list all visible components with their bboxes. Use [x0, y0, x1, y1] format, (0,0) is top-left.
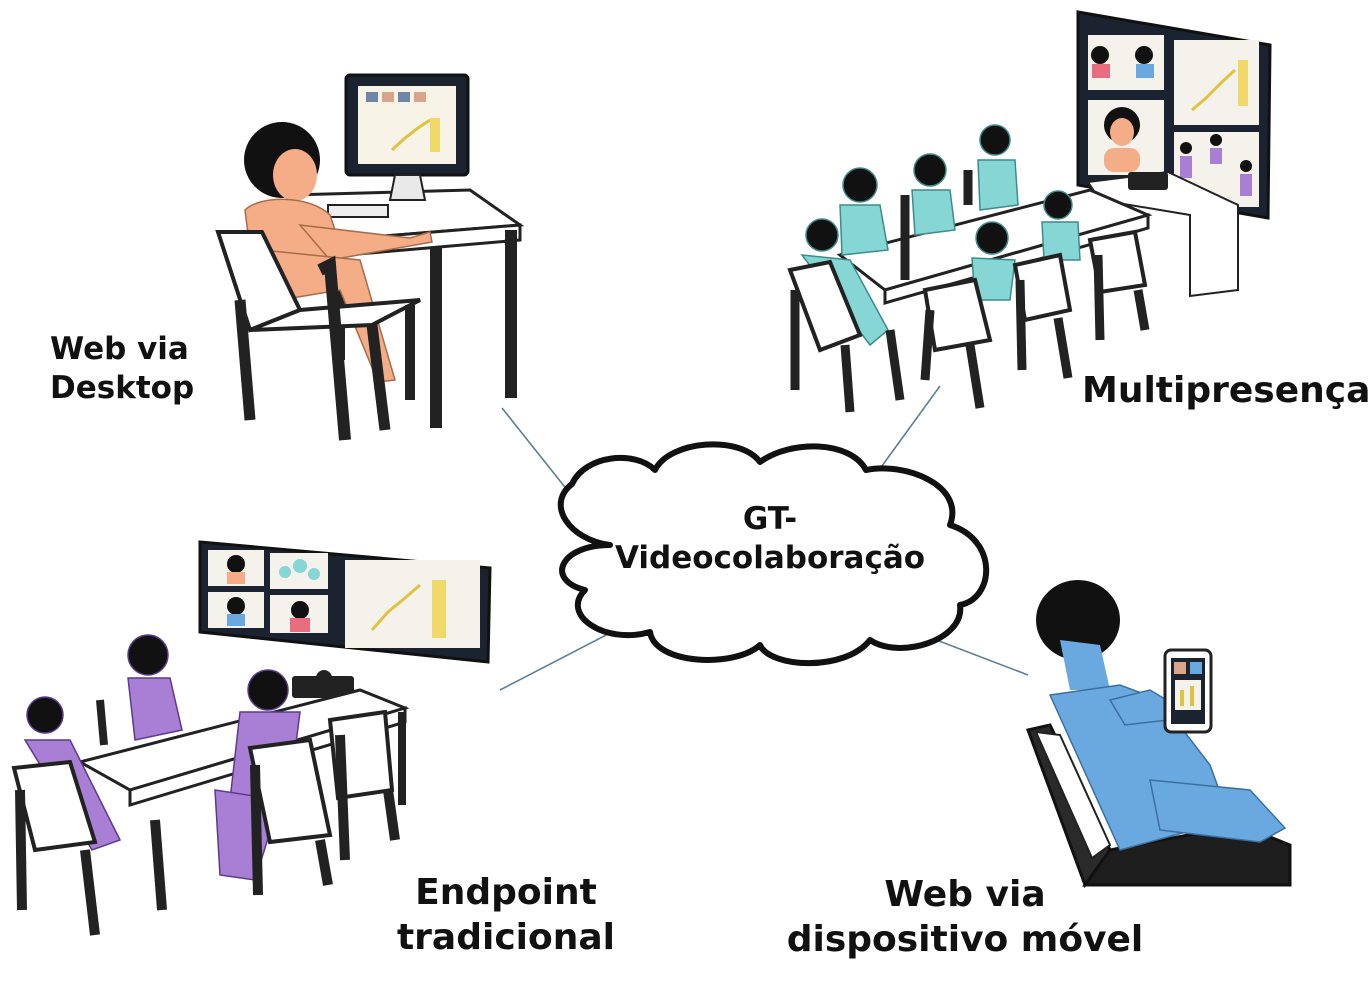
- label-mobile-line1: Web via: [884, 874, 1046, 915]
- label-desktop: Web via Desktop: [50, 330, 194, 408]
- label-multipresenca-line1: Multipresença: [1082, 370, 1369, 411]
- label-endpoint: Endpoint tradicional: [386, 870, 626, 960]
- label-desktop-line1: Web via: [50, 331, 189, 367]
- connector-endpoint: [499, 631, 613, 691]
- label-mobile-line2: dispositivo móvel: [786, 919, 1144, 960]
- desktop-illustration: [215, 73, 525, 441]
- label-endpoint-line1: Endpoint: [415, 872, 597, 913]
- endpoint-illustration: [11, 540, 492, 936]
- mobile-illustration: [1026, 580, 1292, 889]
- connector-desktop: [501, 407, 573, 497]
- label-desktop-line2: Desktop: [50, 369, 195, 406]
- label-endpoint-line2: tradicional: [396, 917, 616, 958]
- cloud-shape: [557, 441, 990, 667]
- multipresenca-illustration: [787, 10, 1272, 413]
- label-multipresenca: Multipresença: [1082, 368, 1369, 413]
- cloud-label: GT- Videocolaboração: [600, 500, 940, 578]
- cloud-label-line1: GT-: [742, 501, 798, 537]
- label-mobile: Web via dispositivo móvel: [770, 872, 1160, 962]
- cloud-label-line2: Videocolaboração: [614, 539, 926, 576]
